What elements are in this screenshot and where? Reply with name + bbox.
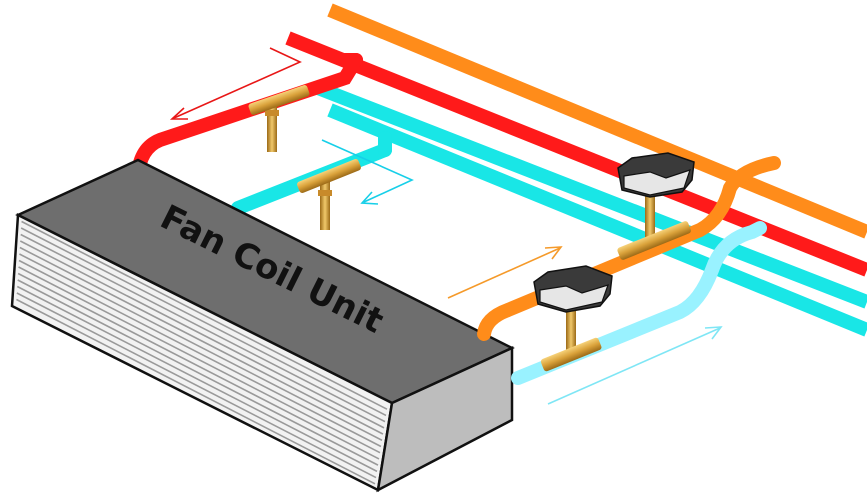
flow-arrow-chilled-return (547, 326, 723, 405)
hot-return-main-pipe (327, 3, 867, 239)
valve-stem-icon (566, 310, 576, 356)
hot-supply-branch (131, 53, 363, 182)
grille-fin (16, 285, 378, 473)
tee-stem-cap (265, 110, 279, 116)
tee-body-icon (248, 85, 310, 115)
valve-actuator-chilled-return (533, 265, 613, 313)
valve-actuator-face (623, 169, 691, 196)
valve-actuator-face (539, 284, 609, 311)
flow-arrow-head (704, 326, 723, 340)
flow-arrow-chilled-supply (321, 139, 414, 205)
tee-stem-icon (320, 180, 330, 230)
tee-stem-cap (318, 190, 332, 196)
grille-fin (19, 253, 383, 441)
hot-return-branch (477, 156, 781, 341)
tee-body-icon (540, 337, 602, 372)
valve-actuator-hot-return (617, 152, 695, 198)
valve-stem-icon (645, 194, 655, 238)
unit-side-face (376, 346, 514, 493)
grille-fin (19, 246, 384, 435)
fan-coil-unit: Fan Coil Unit (10, 158, 515, 493)
flow-arrow-icon (173, 47, 302, 119)
chilled-supply-branch (231, 131, 392, 215)
tee-fitting-chilled-return (540, 310, 602, 372)
grille-fin (18, 259, 382, 448)
hot-supply-main-pipe (285, 31, 867, 277)
unit-grille-fins (16, 220, 388, 485)
flow-arrow-hot-supply (169, 47, 302, 120)
flow-arrow-head (169, 107, 188, 120)
grille-fin (16, 292, 377, 479)
main-pipes (285, 3, 867, 337)
grille-fin (19, 240, 385, 429)
tee-stem-icon (267, 100, 277, 152)
flow-arrows (169, 47, 723, 405)
grille-fin (21, 220, 388, 410)
grille-fin (20, 227, 387, 417)
flow-arrow-icon (547, 327, 721, 405)
flow-arrow-icon (321, 139, 414, 203)
chilled-supply-main-pipe-2 (327, 103, 867, 337)
tee-body-icon (617, 221, 691, 260)
hot-supply-branch-pipe (131, 53, 363, 182)
chilled-return-branch (511, 221, 767, 385)
grille-fin (17, 279, 379, 466)
flow-arrow-hot-return (447, 246, 563, 299)
grille-fin (20, 233, 386, 423)
chilled-return-pipe (511, 221, 767, 385)
tee-body-icon (297, 158, 361, 194)
hot-return-pipe (477, 156, 781, 341)
tee-fitting-hot-return (617, 194, 691, 260)
chilled-supply-main-pipe-1 (315, 81, 867, 309)
flow-arrow-icon (447, 247, 561, 299)
tee-fitting-hot-supply (248, 85, 310, 152)
flow-arrow-head (360, 191, 379, 205)
tee-fitting-chilled-supply (297, 158, 361, 230)
grille-fin (18, 266, 381, 454)
grille-fin (16, 298, 376, 485)
grille-fin (17, 272, 380, 460)
flow-arrow-head (544, 246, 563, 260)
